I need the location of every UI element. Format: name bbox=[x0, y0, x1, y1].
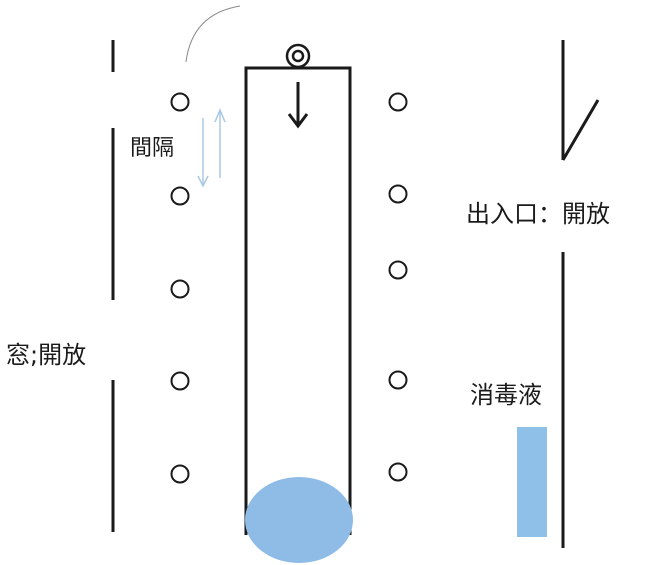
down-arrow-icon bbox=[287, 82, 309, 129]
double-circle-icon bbox=[285, 43, 311, 69]
seat-marker bbox=[170, 92, 190, 112]
door-swing-line bbox=[561, 99, 600, 161]
disinfectant-bottle bbox=[517, 427, 547, 537]
seat-marker bbox=[388, 92, 408, 112]
up-down-arrow-icon bbox=[197, 108, 226, 188]
aisle-rectangle bbox=[244, 66, 352, 535]
disinfectant-label: 消毒液 bbox=[470, 381, 542, 409]
interval-label: 間隔 bbox=[130, 136, 175, 161]
seat-marker bbox=[170, 186, 190, 206]
seat-marker bbox=[170, 279, 190, 299]
window-open-label: 窓;開放 bbox=[6, 341, 87, 369]
right-seat-column bbox=[388, 92, 408, 482]
seat-marker bbox=[388, 370, 408, 390]
seat-marker bbox=[170, 464, 190, 484]
left-seat-column bbox=[170, 92, 190, 484]
seat-marker bbox=[170, 371, 190, 391]
person-blob bbox=[245, 477, 353, 563]
entrance-open-label: 出入口：開放 bbox=[466, 200, 610, 228]
seat-marker bbox=[388, 260, 408, 280]
seat-marker bbox=[388, 462, 408, 482]
seat-marker bbox=[388, 184, 408, 204]
faint-arc bbox=[185, 5, 241, 63]
